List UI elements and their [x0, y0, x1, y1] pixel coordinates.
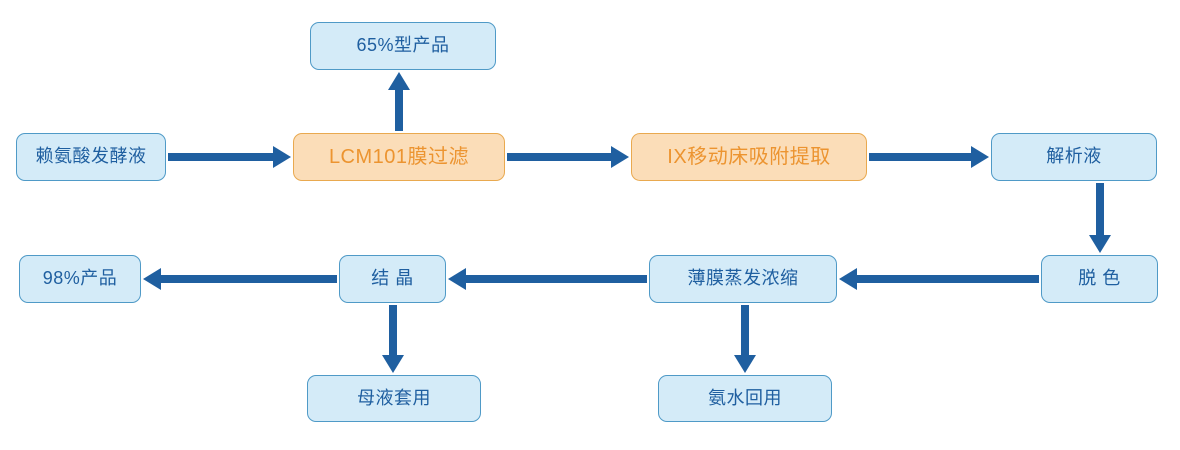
- arrow-decolor-to-evaporate: [839, 268, 1039, 290]
- flow-node-label: 98%产品: [42, 268, 118, 289]
- flow-node-label: 结 晶: [371, 268, 414, 289]
- flow-node-label: 解析液: [1046, 146, 1102, 167]
- flow-node-label: IX移动床吸附提取: [667, 146, 831, 168]
- flow-node-label: 薄膜蒸发浓缩: [687, 268, 799, 289]
- flow-node-label: LCM101膜过滤: [328, 146, 470, 168]
- flow-node-feed[interactable]: 赖氨酸发酵液: [16, 133, 166, 181]
- flow-node-product98[interactable]: 98%产品: [19, 255, 141, 303]
- flow-node-label: 脱 色: [1078, 268, 1121, 289]
- arrow-feed-to-lcm101: [168, 146, 291, 168]
- flow-node-label: 赖氨酸发酵液: [35, 146, 147, 167]
- arrow-evaporate-to-crystal: [448, 268, 647, 290]
- flow-node-ammonia[interactable]: 氨水回用: [658, 375, 832, 422]
- arrow-eluate-to-decolor: [1089, 183, 1111, 253]
- arrow-evaporate-to-ammonia: [734, 305, 756, 373]
- flow-node-decolor[interactable]: 脱 色: [1041, 255, 1158, 303]
- flow-node-label: 氨水回用: [708, 387, 782, 408]
- arrow-lcm101-to-product65: [388, 72, 410, 131]
- flow-node-eluate[interactable]: 解析液: [991, 133, 1157, 181]
- flow-node-evaporate[interactable]: 薄膜蒸发浓缩: [649, 255, 837, 303]
- flow-node-label: 65%型产品: [356, 35, 450, 56]
- arrow-ix-to-eluate: [869, 146, 989, 168]
- arrow-lcm101-to-ix: [507, 146, 629, 168]
- arrow-crystal-to-product98: [143, 268, 337, 290]
- flow-node-crystallize[interactable]: 结 晶: [339, 255, 446, 303]
- flow-node-motherliq[interactable]: 母液套用: [307, 375, 481, 422]
- flow-node-lcm101[interactable]: LCM101膜过滤: [293, 133, 505, 181]
- arrow-crystal-to-motherliq: [382, 305, 404, 373]
- flow-node-product65[interactable]: 65%型产品: [310, 22, 496, 70]
- flow-node-label: 母液套用: [357, 387, 431, 408]
- flow-node-ix[interactable]: IX移动床吸附提取: [631, 133, 867, 181]
